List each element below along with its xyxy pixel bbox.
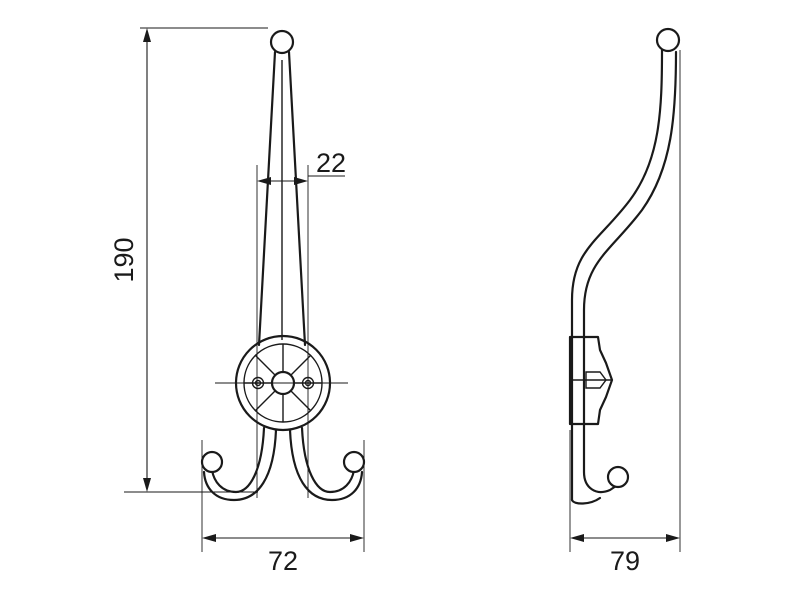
- dimension-front-width: 72: [201, 440, 365, 576]
- side-view: [568, 27, 681, 505]
- front-top-ball: [269, 29, 295, 55]
- side-profile-back: [570, 48, 664, 502]
- height-label: 190: [109, 237, 139, 282]
- front-view: [200, 29, 366, 502]
- side-depth-label: 79: [610, 546, 640, 576]
- side-base-block: [568, 335, 614, 426]
- dimension-height: 190: [109, 27, 268, 493]
- side-hook-bottom: [570, 496, 602, 505]
- front-stem: [257, 50, 307, 347]
- side-top-ball: [655, 27, 681, 53]
- dimension-stem-width: 22: [256, 148, 346, 498]
- left-arm-ball: [200, 450, 224, 474]
- right-arm-inner: [288, 428, 364, 502]
- left-arm-inner: [202, 428, 278, 502]
- right-arm-outer: [300, 426, 356, 494]
- dimension-side-depth: 79: [569, 50, 681, 576]
- side-hook-ball: [606, 465, 630, 489]
- side-profile-front: [582, 50, 678, 494]
- side-screw-head: [585, 371, 607, 389]
- right-arm-ball: [342, 450, 366, 474]
- stem-width-label: 22: [316, 148, 346, 178]
- front-width-label: 72: [268, 546, 298, 576]
